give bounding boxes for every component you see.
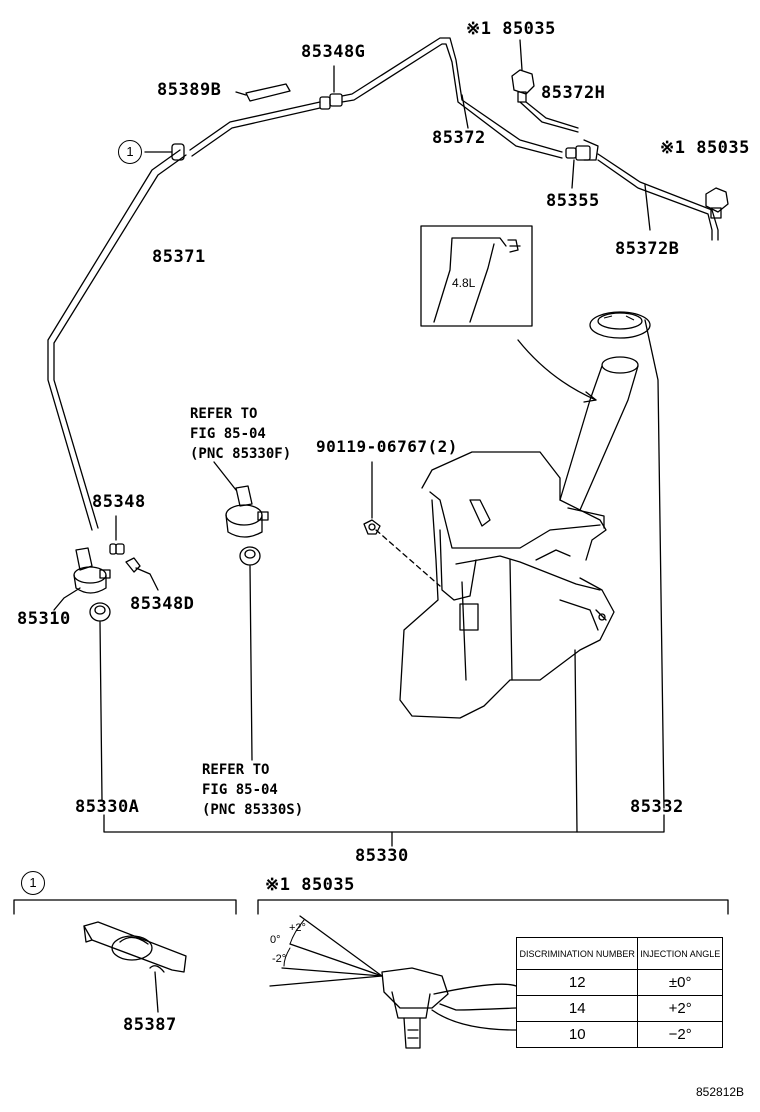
- label-85035-top: ※1 85035: [466, 19, 556, 39]
- table-row: 10 −2°: [515, 1021, 723, 1048]
- injection-angle: −2°: [637, 1021, 723, 1048]
- refer-line: (PNC 85330S): [202, 802, 304, 818]
- inset-arrow: [517, 339, 597, 401]
- detail-frame-clamp: [13, 899, 237, 915]
- circle-ref-1-detail: 1: [21, 871, 45, 895]
- angle-zero: 0°: [270, 934, 281, 946]
- label-85348: 85348: [92, 492, 146, 512]
- injection-angle: +2°: [637, 995, 723, 1022]
- label-85310: 85310: [17, 609, 71, 629]
- filler-neck: [559, 356, 639, 511]
- label-85348G: 85348G: [301, 42, 366, 62]
- discrimination-number: 10: [515, 1021, 639, 1048]
- header-injection-angle: INJECTION ANGLE: [637, 937, 723, 970]
- injection-angle-table: DISCRIMINATION NUMBER INJECTION ANGLE 12…: [515, 937, 723, 1048]
- refer-line: FIG 85-04: [190, 426, 266, 442]
- washer-tank: [399, 451, 615, 833]
- sleeve-85389B: [235, 83, 291, 102]
- table-row: 12 ±0°: [515, 969, 723, 996]
- label-85372: 85372: [432, 128, 486, 148]
- joint-85348G: [319, 65, 343, 110]
- label-85372H: 85372H: [541, 83, 606, 103]
- capacity-inset: [420, 225, 533, 327]
- nozzle-right: [705, 187, 729, 219]
- nozzle-top: [511, 39, 535, 103]
- bolt-90119: [363, 461, 441, 587]
- table-header-row: DISCRIMINATION NUMBER INJECTION ANGLE: [515, 937, 723, 970]
- label-85372B: 85372B: [615, 239, 680, 259]
- label-85330: 85330: [355, 846, 409, 866]
- label-85355: 85355: [546, 191, 600, 211]
- header-discrimination: DISCRIMINATION NUMBER: [515, 937, 639, 970]
- label-85371: 85371: [152, 247, 206, 267]
- pump-85310: [53, 547, 111, 611]
- label-85348D: 85348D: [130, 594, 195, 614]
- refer-note-85330S: REFER TO FIG 85-04 (PNC 85330S): [202, 760, 303, 820]
- refer-line: REFER TO: [190, 406, 258, 422]
- clamp-85387: [83, 921, 187, 1013]
- table-row: 14 +2°: [515, 995, 723, 1022]
- capacity-label: 4.8L: [452, 276, 476, 290]
- tank-cap: [589, 311, 665, 809]
- angle-minus: -2°: [272, 953, 287, 965]
- discrimination-number: 14: [515, 995, 639, 1022]
- label-85389B: 85389B: [157, 80, 222, 100]
- hose-85371: [47, 101, 321, 531]
- hose-85372H: [519, 101, 579, 133]
- nozzle-detail: [269, 915, 517, 1049]
- figure-code: 852812B: [696, 1085, 745, 1099]
- joint-85348D: [125, 557, 159, 591]
- label-85035-right: ※1 85035: [660, 138, 750, 158]
- label-90119: 90119-06767(2): [316, 437, 458, 456]
- label-85330A: 85330A: [75, 797, 140, 817]
- circle-ref-1: 1: [118, 140, 142, 164]
- refer-line: FIG 85-04: [202, 782, 278, 798]
- refer-note-85330F: REFER TO FIG 85-04 (PNC 85330F): [190, 404, 291, 464]
- hose-85372: [341, 37, 563, 159]
- label-85332: 85332: [630, 797, 684, 817]
- grommet-85330S: [239, 546, 261, 761]
- detail-frame-nozzle: [257, 899, 729, 915]
- joint-85348: [109, 515, 125, 555]
- joint-85355: [565, 139, 599, 189]
- angle-plus: +2°: [289, 922, 306, 934]
- grommet-85330A: [89, 602, 111, 801]
- refer-line: (PNC 85330F): [190, 446, 292, 462]
- hose-85372B: [597, 153, 719, 241]
- discrimination-number: 12: [515, 969, 639, 996]
- injection-angle: ±0°: [637, 969, 723, 996]
- assembly-bracket: [103, 814, 665, 833]
- pump-85330F: [213, 461, 269, 538]
- refer-line: REFER TO: [202, 762, 270, 778]
- label-85387: 85387: [123, 1015, 177, 1035]
- label-85035-detail: ※1 85035: [265, 875, 355, 895]
